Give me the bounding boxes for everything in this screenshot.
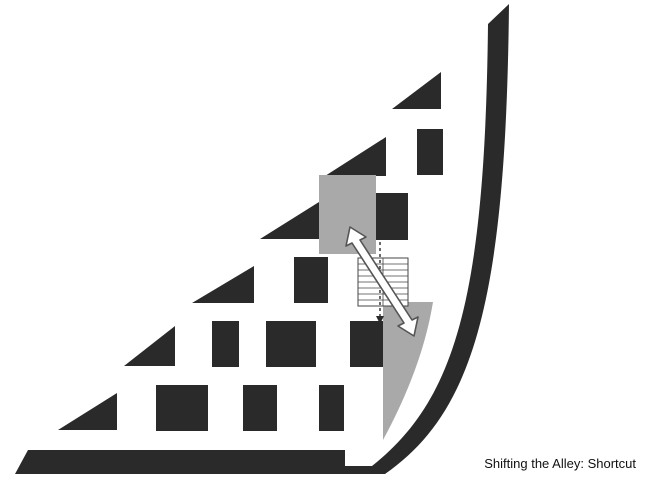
block-row-5-a (417, 129, 443, 175)
block-row-1-c (319, 385, 344, 431)
triangle-row-2 (124, 326, 175, 366)
block-row-4-a (376, 193, 408, 240)
block-row-2-a (212, 321, 239, 367)
block-row-2-c (350, 321, 384, 367)
triangle-row-6 (392, 72, 441, 109)
diagonal-double-arrow (345, 226, 419, 337)
shifted-block-lower (383, 302, 433, 440)
triangle-row-3 (192, 266, 254, 303)
block-row-3-a (294, 257, 328, 303)
diagram-caption: Shifting the Alley: Shortcut (484, 456, 636, 471)
triangle-row-1 (58, 393, 117, 430)
block-row-1-b (243, 385, 277, 431)
triangle-row-4 (260, 202, 319, 239)
block-row-2-b (266, 321, 316, 367)
triangle-row-5 (325, 137, 386, 176)
block-row-1-a (156, 385, 208, 431)
